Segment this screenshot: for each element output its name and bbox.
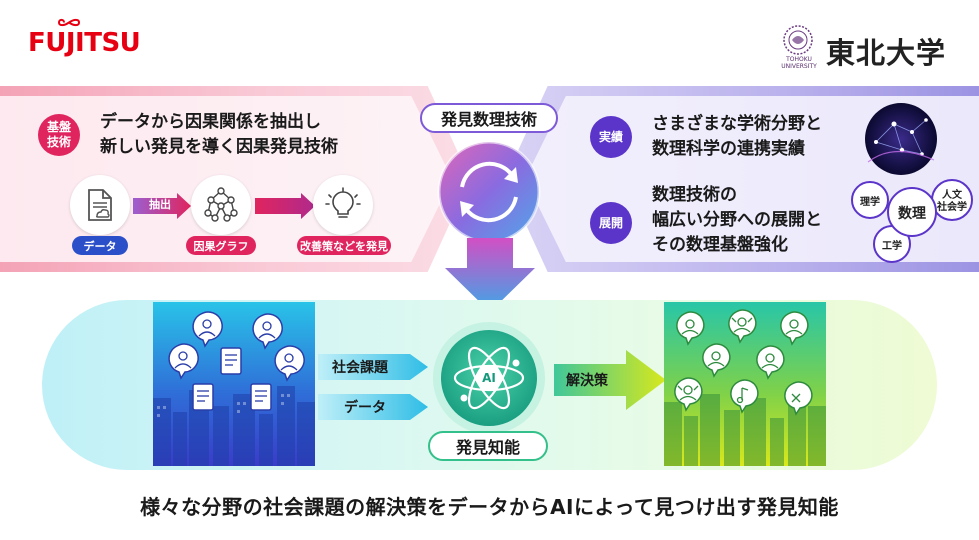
discover-pill: 改善策などを発見 [297,236,391,255]
data-pill: データ [72,236,128,255]
network-graph-icon [202,186,240,224]
achievement-line-2: 数理科学の連携実績 [652,137,822,162]
field-humanities: 人文 社会学 [933,190,971,214]
infinity-mark-icon [58,17,80,28]
field-engineering: 工学 [874,237,910,252]
tohoku-seal-text: TOHOKU UNIVERSITY [775,56,823,70]
expansion-line-3: その数理基盤強化 [652,233,822,258]
discovery-node [313,175,373,235]
expansion-headline: 数理技術の 幅広い分野への展開と その数理基盤強化 [652,183,822,258]
expansion-badge: 展開 [590,202,632,244]
social-issues-label: 社会課題 [318,352,418,382]
headline-line-2: 新しい発見を導く因果発見技術 [100,135,338,160]
foundation-badge: 基盤技術 [38,114,80,156]
tohoku-logo: TOHOKU UNIVERSITY [778,24,818,68]
social-issues-panel [153,302,315,466]
causal-graph-pill: 因果グラフ [186,236,256,255]
field-humanities-line-1: 人文 [933,190,971,202]
fujitsu-wordmark: FUJITSU [28,28,140,58]
headline-line-1: データから因果関係を抽出し [100,110,338,135]
ai-text: AI [474,371,504,385]
causal-graph-node [191,175,251,235]
fujitsu-logo: FUJITSU [28,28,140,58]
solutions-panel [664,302,826,466]
solution-label: 解決策 [566,370,636,390]
tech-label: 発見数理技術 [420,103,558,133]
lightbulb-icon [325,187,361,223]
caption: 様々な分野の社会課題の解決策をデータからAIによって見つけ出す発見知能 [0,491,979,520]
data-node [70,175,130,235]
extract-label: 抽出 [140,196,180,212]
foundation-headline: データから因果関係を抽出し 新しい発見を導く因果発見技術 [100,110,338,160]
expansion-line-1: 数理技術の [652,183,822,208]
tohoku-name: 東北大学 [826,30,946,72]
field-science: 理学 [852,193,888,208]
tohoku-seal-icon: TOHOKU UNIVERSITY [778,24,818,68]
field-math: 数理 [890,203,934,223]
discovery-label: 発見知能 [428,431,548,461]
document-icon [85,188,115,222]
discover-arrow [255,193,315,219]
achievement-badge: 実績 [590,116,632,158]
cycle-icon [432,135,546,253]
constellation-image [864,102,938,176]
data-input-label: データ [330,392,420,422]
city-happy-people-illustration [664,302,826,466]
achievement-headline: さまざまな学術分野と 数理科学の連携実績 [652,112,822,162]
field-humanities-line-2: 社会学 [933,202,971,214]
city-people-illustration [153,302,315,466]
expansion-line-2: 幅広い分野への展開と [652,208,822,233]
achievement-line-1: さまざまな学術分野と [652,112,822,137]
